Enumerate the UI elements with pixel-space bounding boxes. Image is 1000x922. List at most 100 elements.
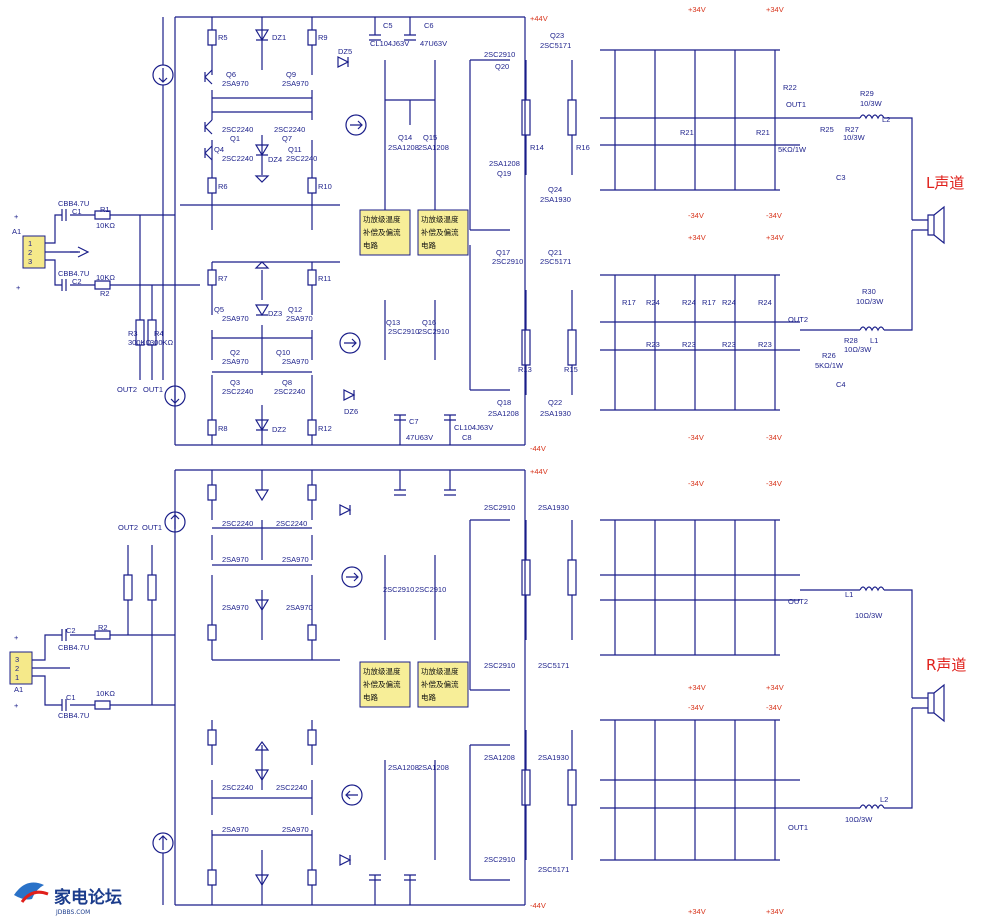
r24-label-d: R24: [758, 298, 772, 307]
schematic-label: OUT2: [118, 523, 138, 532]
schematic-label: L2: [880, 795, 888, 804]
r30-label: R30: [862, 287, 876, 296]
schematic-label: 2SA970: [222, 825, 249, 834]
schematic-label: 2SC2240: [276, 783, 307, 792]
schematic-label: OUT2: [788, 597, 808, 606]
current-source-top: [152, 17, 174, 380]
q5-type: 2SA970: [222, 314, 249, 323]
r12-label: R12: [318, 424, 332, 433]
schematic-label: +34V: [766, 683, 784, 692]
r1-label: R1: [100, 205, 110, 214]
c6-label: C6: [424, 21, 434, 30]
r2-label: R2: [100, 289, 110, 298]
r3-value: 300KΩ: [128, 338, 152, 347]
q23-label: Q23: [550, 31, 564, 40]
dz4-label: DZ4: [268, 155, 282, 164]
c2-label: C2: [72, 277, 82, 286]
input-connector-a1: 1 2 3 A1 + +: [12, 212, 46, 292]
c2-value: CBB4.7U: [58, 269, 89, 278]
q3-type: 2SC2240: [222, 387, 253, 396]
r22-label: R22: [783, 83, 797, 92]
r23-label-d: R23: [758, 340, 772, 349]
rail-neg34-b: -34V: [766, 211, 782, 220]
c8-label: C8: [462, 433, 472, 442]
q3-label: Q3: [230, 378, 240, 387]
schematic-label: 2SC2910: [415, 585, 446, 594]
q12-type: 2SA970: [286, 314, 313, 323]
rail-neg44-bot: -44V: [530, 901, 546, 910]
schematic-label: CBB4.7U: [58, 643, 89, 652]
schematic-label: 电路: [363, 240, 378, 250]
schematic-label: 2SA970: [222, 555, 249, 564]
schematic-label: 2SA970: [222, 603, 249, 612]
r28-label: R28: [844, 336, 858, 345]
schematic-label: +34V: [688, 907, 706, 916]
schematic-label: 3: [15, 655, 19, 664]
connector-label: A1: [12, 227, 21, 236]
current-source-bottom: [164, 385, 186, 407]
comp-box-lower-left: 功放级温度 补偿及偏流 电路: [359, 661, 411, 708]
q7-type: 2SC2240: [274, 125, 305, 134]
q16-type: 2SC2910: [418, 327, 449, 336]
r23-label-c: R23: [722, 340, 736, 349]
q14-type: 2SA1208: [388, 143, 419, 152]
schematic-label: +: [14, 633, 19, 642]
schematic-label: 2SC2910: [484, 855, 515, 864]
out1-label: OUT1: [786, 100, 806, 109]
q6-label: Q6: [226, 70, 236, 79]
schematic-label: 2SA1930: [538, 753, 569, 762]
q15-type: 2SA1208: [418, 143, 449, 152]
schematic-label: 补偿及偏流: [421, 227, 459, 237]
pin-3: 3: [28, 257, 32, 266]
q18-type: 2SA1208: [488, 409, 519, 418]
dz5-label: DZ5: [338, 47, 352, 56]
schematic-label: 2SC2240: [222, 519, 253, 528]
schematic-label: 补偿及偏流: [421, 679, 459, 689]
c1-label: C1: [72, 207, 82, 216]
schematic-label: 功放级温度: [363, 666, 401, 676]
c6-value: 47U63V: [420, 39, 447, 48]
schematic-label: 2SC5171: [538, 865, 569, 874]
q8-type: 2SC2240: [274, 387, 305, 396]
q14-label: Q14: [398, 133, 412, 142]
pin-1: 1: [28, 239, 32, 248]
schematic-label: 2SC2240: [222, 783, 253, 792]
comp-box-upper-right: 功放级温度 补偿及偏流 电路: [417, 209, 469, 256]
dz2-label: DZ2: [272, 425, 286, 434]
rail-pos34-d: +34V: [766, 233, 784, 242]
comp-box-lower-right: 功放级温度 补偿及偏流 电路: [417, 661, 469, 708]
schematic-label: -34V: [766, 479, 782, 488]
rail-neg44-top: -44V: [530, 444, 546, 453]
dz1-label: DZ1: [272, 33, 286, 42]
r24-label-a: R24: [646, 298, 660, 307]
q21-type: 2SC5171: [540, 257, 571, 266]
schematic-label: +34V: [766, 907, 784, 916]
schematic-label: 10KΩ: [96, 689, 115, 698]
out2-input: OUT2: [117, 385, 137, 394]
schematic-label: 电路: [421, 240, 436, 250]
schematic-label: R2: [98, 623, 108, 632]
plus-sign-2: +: [16, 283, 21, 292]
q4-type: 2SC2240: [222, 154, 253, 163]
q9-type: 2SA970: [282, 79, 309, 88]
schematic-label: C1: [66, 693, 76, 702]
left-channel-label: L声道: [926, 174, 964, 192]
rail-neg34-d: -34V: [766, 433, 782, 442]
rail-neg34-a: -34V: [688, 211, 704, 220]
schematic-label: 10Ω/3W: [845, 815, 873, 824]
r23-label-b: R23: [682, 340, 696, 349]
r29-value: 10/3W: [860, 99, 883, 108]
q22-type: 2SA1930: [540, 409, 571, 418]
l1-label: L1: [870, 336, 878, 345]
l2-label: L2: [882, 115, 890, 124]
right-channel-label: R声道: [926, 656, 966, 674]
r30-value: 10Ω/3W: [856, 297, 884, 306]
input-connector-b: 3 2 1 A1 + +: [9, 633, 33, 710]
q10-type: 2SA970: [282, 357, 309, 366]
schematic-label: 2SC5171: [538, 661, 569, 670]
q13-label: Q13: [386, 318, 400, 327]
q1-type: 2SC2240: [222, 125, 253, 134]
left-channel: +44V -44V 1 2 3 A1 + + CBB4.7U C1 R1 10K…: [12, 5, 964, 453]
schematic-label: C2: [66, 626, 76, 635]
rail-pos34-b: +34V: [766, 5, 784, 14]
